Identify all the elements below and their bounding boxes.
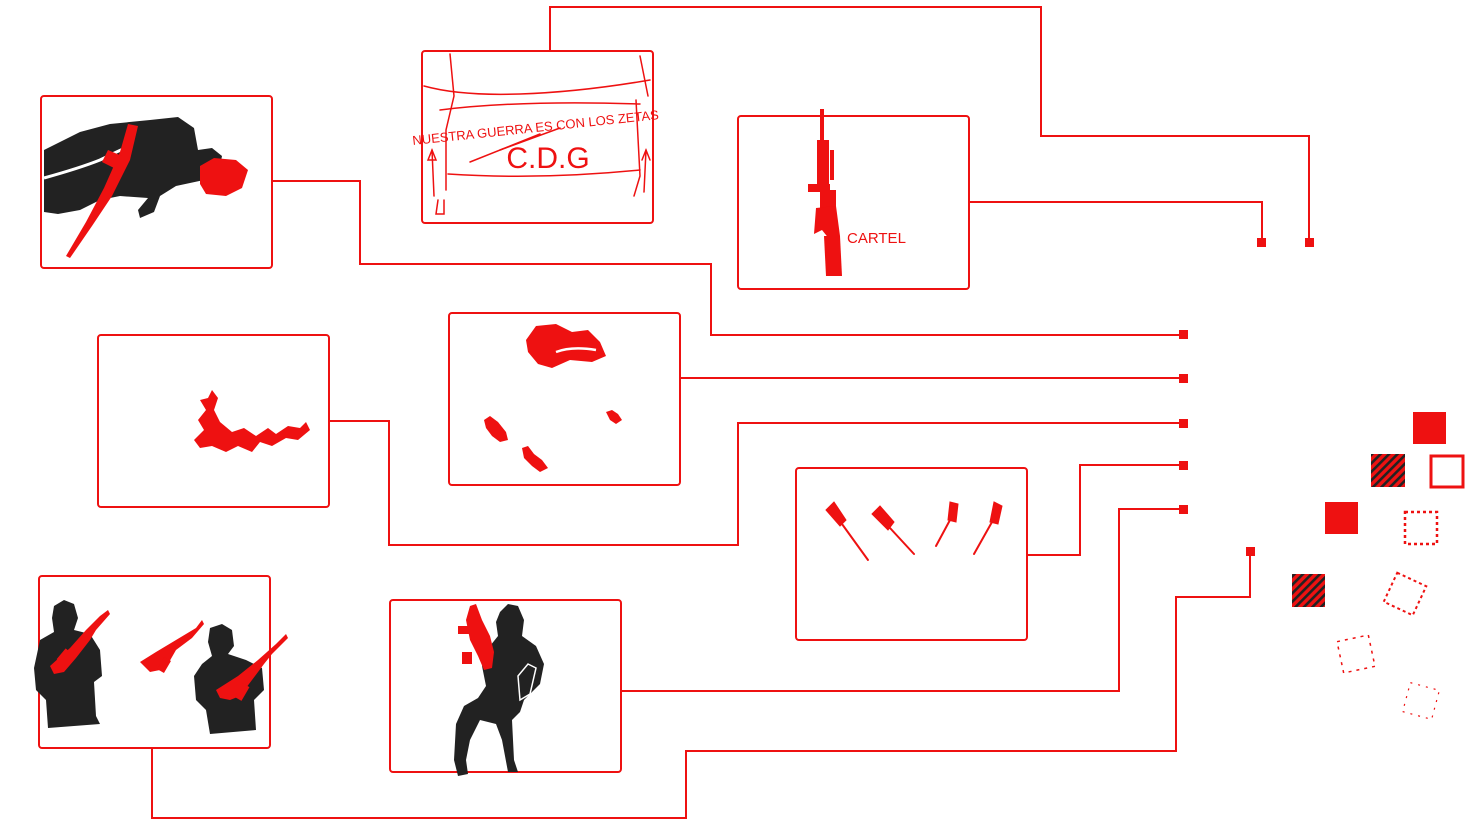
legend-square-outline <box>1429 454 1465 489</box>
connector-lines <box>151 6 1310 819</box>
terminal-node <box>1257 238 1266 247</box>
terminal-node <box>1179 461 1188 470</box>
legend-square-hatched <box>1292 574 1325 607</box>
panel-blood-splatter <box>97 334 330 508</box>
terminal-node <box>1179 419 1188 428</box>
flying-bullets-icon <box>825 501 1003 561</box>
armed-woman-silhouette-icon <box>454 604 544 776</box>
legend-square-dotted <box>1403 510 1439 546</box>
panel-flying-bullets <box>795 467 1028 641</box>
rifle-panel-label: CARTEL <box>847 230 906 247</box>
banner-text-line2: C.D.G <box>506 142 589 175</box>
connector-bullets <box>1028 464 1182 556</box>
connector-body <box>273 180 1182 336</box>
legend-square-dotted-faint <box>1336 634 1376 674</box>
legend-square-hatched <box>1371 454 1405 487</box>
terminal-node <box>1179 330 1188 339</box>
connector-rifle <box>970 201 1263 240</box>
connector-terminals <box>1179 238 1314 556</box>
connector-splatter <box>330 420 1182 546</box>
panel-banner: NUESTRA GUERRA ES CON LOS ZETAS C.D.G <box>412 50 660 224</box>
terminal-node <box>1179 505 1188 514</box>
legend-square-solid <box>1413 412 1446 444</box>
dead-body-silhouette-icon <box>43 117 248 258</box>
connector-gunmen <box>151 552 1251 819</box>
panel-gunmen <box>34 575 288 749</box>
terminal-node <box>1305 238 1314 247</box>
panel-blood-drops <box>448 312 681 486</box>
legend-squares-icon <box>1292 412 1465 721</box>
blood-splatter-icon <box>194 390 310 452</box>
panel-rifle: CARTEL <box>737 109 970 290</box>
terminal-node <box>1179 374 1188 383</box>
terminal-node <box>1246 547 1255 556</box>
legend-square-solid <box>1325 502 1358 534</box>
connector-banner <box>549 6 1310 240</box>
panel-dead-body <box>40 95 273 269</box>
connector-woman <box>622 508 1182 692</box>
gunmen-silhouette-icon <box>34 600 288 734</box>
blood-drops-icon <box>484 324 622 472</box>
rifle-icon <box>808 109 842 276</box>
legend-square-dotted-tilted <box>1382 571 1428 617</box>
banner-sketch-icon <box>423 53 651 215</box>
panel-armed-woman <box>389 599 622 776</box>
legend-square-dotted-faintest <box>1401 681 1441 721</box>
